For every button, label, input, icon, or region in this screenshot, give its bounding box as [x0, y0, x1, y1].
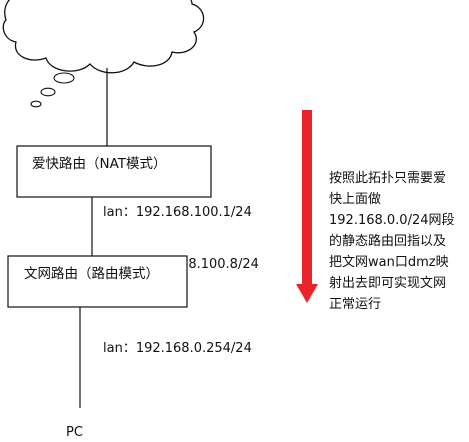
configuration-note: 按照此拓扑只需要爱快上面做 192.168.0.0/24网段的静态路由回指以及把文…	[329, 168, 455, 315]
note-line: 把文网wan口dmz映	[329, 255, 449, 270]
note-line: 正常运行	[329, 297, 382, 312]
ikuai-router-box	[16, 145, 212, 198]
note-line: 按照此拓扑只需要爱	[329, 171, 447, 186]
note-line: 快上面做	[329, 192, 382, 207]
note-line: 的静态路由回指以及	[329, 234, 447, 249]
wenwang-router-box	[7, 255, 188, 308]
note-line: 192.168.0.0/24网段	[329, 213, 455, 228]
note-line: 射出去即可实现文网	[329, 276, 447, 291]
ikuai-router-label: 爱快路由（NAT模式）	[32, 156, 167, 172]
down-arrow-icon	[296, 110, 318, 303]
wenwang-router-label: 文网路由（路由模式）	[24, 266, 159, 282]
top-router-lan-ip: lan：192.168.100.1/24	[103, 205, 252, 220]
bottom-router-lan-ip: lan：192.168.0.254/24	[103, 341, 252, 356]
pc-label: PC	[66, 425, 83, 440]
internet-cloud-icon	[2, 0, 205, 108]
